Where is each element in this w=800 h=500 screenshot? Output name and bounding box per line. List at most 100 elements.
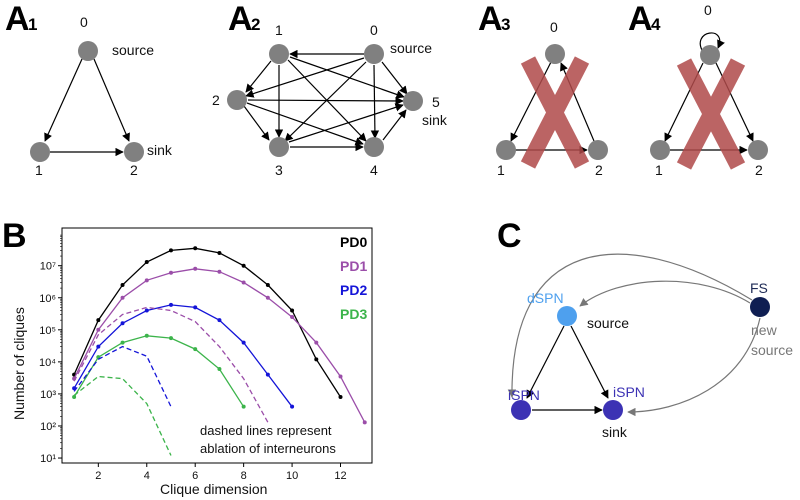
a3-node-1 — [496, 140, 516, 160]
y-tick-label: 10⁴ — [39, 357, 56, 369]
c-node-ispn2 — [603, 400, 623, 420]
c-edge-fs-ispn2 — [627, 317, 761, 417]
x-axis-label: Clique dimension — [160, 481, 267, 497]
y-tick-label: 10³ — [40, 389, 56, 401]
c-node-fs — [750, 297, 770, 317]
a2-edges — [243, 49, 408, 152]
series-line-pd0-solid — [73, 247, 342, 398]
data-point-pd1 — [241, 280, 246, 285]
a4-cross-icon — [676, 58, 746, 170]
a2-edge-2-3 — [243, 105, 270, 141]
panel-a1: A 1 0 source 1 2 sink — [5, 0, 173, 178]
a2-edge-0-4 — [370, 64, 380, 139]
a3-node1-label: 1 — [497, 162, 505, 178]
data-point-pd0 — [314, 357, 319, 362]
c-edge-fs-ispn1 — [507, 253, 753, 398]
data-point-pd2 — [144, 308, 149, 313]
a2-edge-3-5 — [288, 103, 404, 143]
a2-node-1 — [269, 44, 289, 64]
data-point-pd0 — [217, 250, 222, 255]
data-point-pd2 — [217, 318, 222, 323]
y-tick-label: 10⁷ — [40, 261, 56, 273]
data-point-pd0 — [96, 318, 101, 323]
c-dspn-label: dSPN — [527, 290, 564, 306]
c-source-label: source — [587, 315, 629, 331]
y-tick-label: 10⁵ — [39, 325, 56, 337]
a2-source-label: source — [390, 40, 432, 56]
data-point-pd1 — [314, 340, 319, 345]
a2-edge-2-4 — [246, 102, 364, 146]
data-point-pd2 — [120, 321, 125, 326]
data-point-pd0 — [120, 282, 125, 287]
a3-node-0 — [545, 44, 565, 64]
a2-edge-1-2 — [245, 60, 272, 93]
c-fs-label: FS — [750, 280, 768, 296]
data-point-pd0 — [168, 248, 173, 253]
data-point-pd3 — [144, 333, 149, 338]
a2-node2-label: 2 — [212, 92, 220, 108]
panel-a3: A 3 0 1 2 — [478, 0, 608, 178]
c-edge-dspn-ispn2 — [570, 325, 609, 399]
series-line-pd3-solid — [73, 335, 245, 408]
chart-frame — [61, 227, 373, 464]
a2-edge-0-5 — [381, 61, 408, 95]
data-point-pd2 — [265, 372, 270, 377]
a3-node2-label: 2 — [595, 162, 603, 178]
x-tick-label: 6 — [192, 470, 198, 482]
a4-self-loop — [699, 32, 725, 53]
a3-node-2 — [588, 140, 608, 160]
c-sink-label: sink — [602, 424, 628, 440]
series-line-pd3-dashed — [73, 375, 172, 456]
data-point-pd2 — [290, 404, 295, 409]
data-point-pd1 — [290, 315, 295, 320]
data-point-pd1 — [265, 295, 270, 300]
a4-node-0 — [700, 45, 720, 65]
data-point-pd2 — [241, 340, 246, 345]
data-point-pd1 — [193, 266, 198, 271]
a2-node-2 — [227, 90, 247, 110]
note-line1: dashed lines represent — [200, 423, 332, 438]
data-point-pd0 — [265, 282, 270, 287]
a2-node3-label: 3 — [275, 162, 283, 178]
panel-a1-subscript: 1 — [28, 15, 37, 34]
data-point-pd1 — [168, 270, 173, 275]
a1-sink-label: sink — [147, 142, 173, 158]
data-point-pd2 — [96, 344, 101, 349]
a2-edge-1-5 — [289, 56, 405, 99]
a2-sink-label: sink — [422, 112, 448, 128]
a2-node4-label: 4 — [370, 162, 378, 178]
panel-a4-subscript: 4 — [651, 15, 661, 34]
data-point-pd1 — [120, 295, 125, 300]
a1-node-2 — [124, 142, 144, 162]
note-line2: ablation of interneurons — [200, 441, 336, 456]
panel-a2-letter: A — [228, 0, 253, 38]
c-new-label: new — [751, 322, 778, 338]
panel-a2: A 2 1 0 source 2 5 sink 3 4 — [212, 0, 448, 178]
y-tick-label: 10¹ — [40, 453, 56, 465]
a4-node-2 — [748, 140, 768, 160]
a2-node1-label: 1 — [275, 22, 283, 38]
a4-node-1 — [650, 140, 670, 160]
a2-edge-2-5 — [247, 96, 404, 106]
panel-a4-letter: A — [628, 0, 653, 38]
a2-edge-0-3 — [284, 61, 367, 142]
c-edge-dspn-ispn1 — [526, 325, 565, 399]
y-axis-label: Number of cliques — [11, 307, 27, 420]
a1-edge-0-1 — [44, 58, 83, 142]
panel-c: C dSPN source iSPN iSPN sink FS new sour… — [497, 217, 793, 440]
series-line-pd2-solid — [73, 304, 293, 408]
panel-a3-letter: A — [478, 0, 503, 38]
a1-node1-label: 1 — [35, 162, 43, 178]
a4-node1-label: 1 — [655, 162, 663, 178]
data-point-pd0 — [290, 308, 295, 313]
panel-a2-subscript: 2 — [251, 15, 260, 34]
panel-a3-subscript: 3 — [501, 15, 510, 34]
x-tick-label: 2 — [95, 470, 101, 482]
panel-a1-letter: A — [5, 0, 30, 38]
a3-cross-icon — [520, 56, 590, 169]
data-point-pd1 — [362, 420, 367, 425]
a2-node0-label: 0 — [370, 22, 378, 38]
a1-source-label: source — [112, 42, 154, 58]
panel-a4: A 4 0 1 2 — [628, 0, 768, 178]
legend-pd2: PD2 — [340, 282, 367, 298]
